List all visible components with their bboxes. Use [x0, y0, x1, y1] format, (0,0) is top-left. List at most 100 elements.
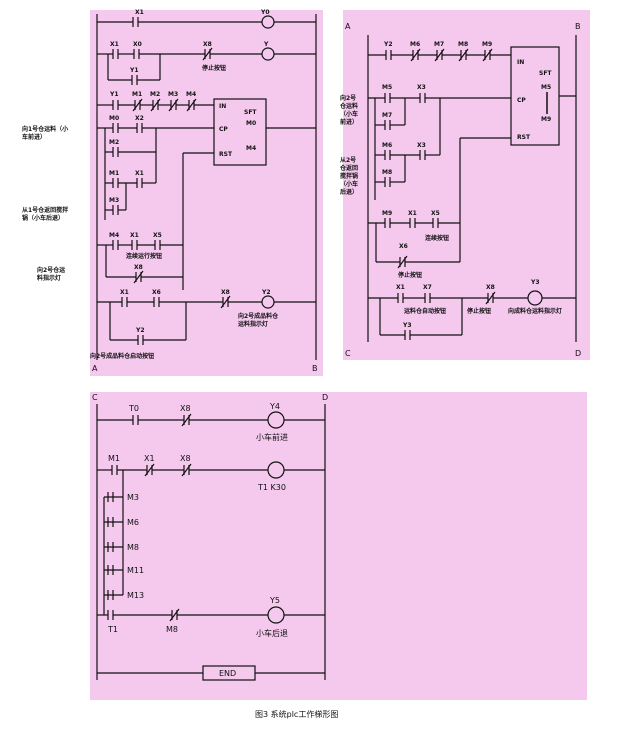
label-x8-cont: X8	[134, 264, 143, 271]
label-y3-coil: Y3	[530, 279, 540, 286]
label-y1-r3: Y1	[109, 91, 119, 98]
label-branch-m3: M3	[127, 493, 139, 502]
label-t0: T0	[128, 404, 139, 413]
label-y1-hold: Y1	[129, 67, 139, 74]
label-branch-m11: M11	[127, 566, 144, 575]
sft-b-to: M9	[541, 116, 551, 123]
label-x1-y2: X1	[120, 289, 129, 296]
note-car-forward: 小车前进	[256, 432, 288, 442]
label-y5-coil: Y5	[269, 596, 280, 605]
label-m8b-b: M8	[382, 169, 392, 176]
label-y2-hold: Y2	[135, 327, 145, 334]
label-x2: X2	[135, 115, 144, 122]
label-x8-r2: X8	[203, 41, 212, 48]
sft-b-in: IN	[517, 59, 524, 66]
label-x1-top: X1	[135, 9, 144, 16]
label-x1-c: X1	[144, 454, 155, 463]
label-y2-b: Y2	[383, 41, 393, 48]
label-m2-r3: M2	[150, 91, 160, 98]
label-x1b-b: X1	[396, 284, 405, 291]
corner-c-d: D	[322, 393, 328, 402]
panel-a-lines	[96, 14, 317, 360]
label-y3-hold: Y3	[402, 322, 412, 329]
label-m3: M3	[109, 197, 119, 204]
label-m9b-b: M9	[382, 210, 392, 217]
label-m7b-b: M7	[382, 112, 392, 119]
label-y4-coil: Y4	[269, 402, 280, 411]
label-t1-c: T1	[107, 625, 118, 634]
label-m2: M2	[109, 139, 119, 146]
label-m7-b: M7	[434, 41, 444, 48]
label-x8-y2: X8	[221, 289, 230, 296]
label-m1-c: M1	[108, 454, 120, 463]
label-m4: M4	[109, 232, 119, 239]
sft-a-name: SFT	[244, 109, 257, 116]
label-x0-r2: X0	[133, 41, 142, 48]
label-m6-b: M6	[410, 41, 420, 48]
label-m1-r3: M1	[132, 91, 142, 98]
label-branch-m8: M8	[127, 543, 139, 552]
label-m1: M1	[109, 170, 119, 177]
note-auto-button: 运料仓自动按钮	[404, 307, 446, 315]
note-stop-button-a: 停止按钮	[202, 64, 226, 72]
note-start-button: 向2号成品料仓启动按钮	[90, 352, 154, 360]
note-stop-button-b2: 停止按钮	[467, 307, 491, 315]
sft-b-cp: CP	[517, 97, 526, 104]
note-from-wh2-b: 从2号仓返回搅拌锅（小车后退）	[339, 156, 358, 196]
sft-a-cp: CP	[219, 126, 228, 133]
label-x1-r2: X1	[110, 41, 119, 48]
label-x7-b: X7	[423, 284, 432, 291]
note-to-wh2: 向2号仓运料指示灯	[37, 266, 65, 282]
label-t1-k30: T1 K30	[257, 483, 286, 492]
note-to-wh2-b: 向2号仓运料（小车前进）	[339, 94, 358, 126]
label-x1-b: X1	[408, 210, 417, 217]
label-m4-r3: M4	[186, 91, 196, 98]
note-to-wh2-lamp: 向2号成品料仓运料指示灯	[238, 312, 279, 328]
label-x6: X6	[152, 289, 161, 296]
label-x1-m4: X1	[130, 232, 139, 239]
panel-c-lines	[96, 404, 326, 681]
label-m0: M0	[109, 115, 119, 122]
label-x3-b: X3	[417, 84, 426, 91]
label-m9-b: M9	[482, 41, 492, 48]
label-x5: X5	[153, 232, 162, 239]
panel-b-lines	[367, 35, 577, 342]
sft-b-from: M5	[541, 84, 551, 91]
note-cont-button-a: 连续运行按钮	[126, 252, 162, 260]
note-cont-button-b: 连续按钮	[425, 234, 449, 242]
panel-b-labels: A B C D Y2 M6 M7 M8 M9 IN SFT M5 CP M9 R…	[339, 22, 581, 358]
label-m8-c: M8	[166, 625, 178, 634]
label-x8-c1: X8	[180, 404, 191, 413]
sft-b-name: SFT	[539, 70, 552, 77]
label-m3-r3: M3	[168, 91, 178, 98]
label-x6-b: X6	[399, 243, 408, 250]
label-branch-m13: M13	[127, 591, 144, 600]
corner-b-c: C	[345, 349, 351, 358]
corner-b-a: A	[345, 22, 351, 31]
sft-a-from: M0	[246, 120, 256, 127]
note-to-wh1: 向1号仓运料（小车前进）	[22, 125, 68, 141]
note-stop-button-b: 停止按钮	[398, 271, 422, 279]
label-x8-b: X8	[486, 284, 495, 291]
panel-b-background	[343, 10, 590, 360]
label-x3b-b: X3	[417, 142, 426, 149]
note-car-back: 小车后退	[256, 628, 288, 638]
label-end: END	[219, 669, 236, 678]
label-y0-coil: Y0	[260, 9, 270, 16]
label-m8-b: M8	[458, 41, 468, 48]
label-branch-m6: M6	[127, 518, 139, 527]
figure-caption: 图3 系统plc工作梯形图	[255, 709, 338, 719]
panel-c-background	[90, 392, 587, 700]
sft-a-rst: RST	[219, 151, 233, 158]
sft-b-rst: RST	[517, 134, 531, 141]
corner-c-c: C	[92, 393, 98, 402]
corner-a-a: A	[92, 364, 98, 373]
panel-a-background	[90, 10, 323, 376]
label-y2-coil: Y2	[261, 289, 271, 296]
corner-b-d: D	[575, 349, 581, 358]
label-y-coil: Y	[263, 41, 269, 48]
label-x1-m1: X1	[135, 170, 144, 177]
label-x5-b: X5	[431, 210, 440, 217]
note-lamp-b: 向成料仓运料指示灯	[508, 307, 562, 315]
